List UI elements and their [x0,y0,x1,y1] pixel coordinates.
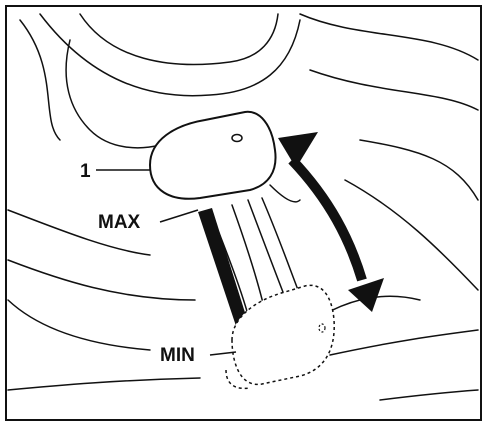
lever-knob-min [232,285,334,384]
callout-number-1: 1 [80,162,91,181]
max-label: MAX [98,213,140,232]
leader-line-min [210,352,236,355]
min-label: MIN [160,346,195,365]
stalk-shaft [198,208,248,326]
lever-knob-max [150,112,276,199]
leader-line-max [160,210,198,222]
double-arrow-icon [278,132,384,312]
